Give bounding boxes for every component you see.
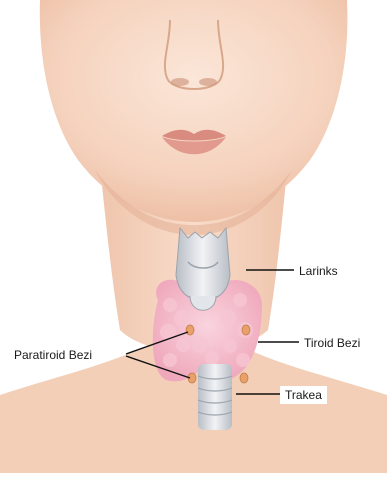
trachea-label: Trakea bbox=[280, 386, 327, 404]
parathyroid-gland-label: Paratiroid Bezi bbox=[9, 346, 97, 364]
trachea bbox=[198, 364, 232, 430]
thyroid-gland-label: Tiroid Bezi bbox=[299, 334, 365, 352]
face-region bbox=[40, 0, 348, 222]
larynx-label: Larinks bbox=[294, 262, 343, 280]
